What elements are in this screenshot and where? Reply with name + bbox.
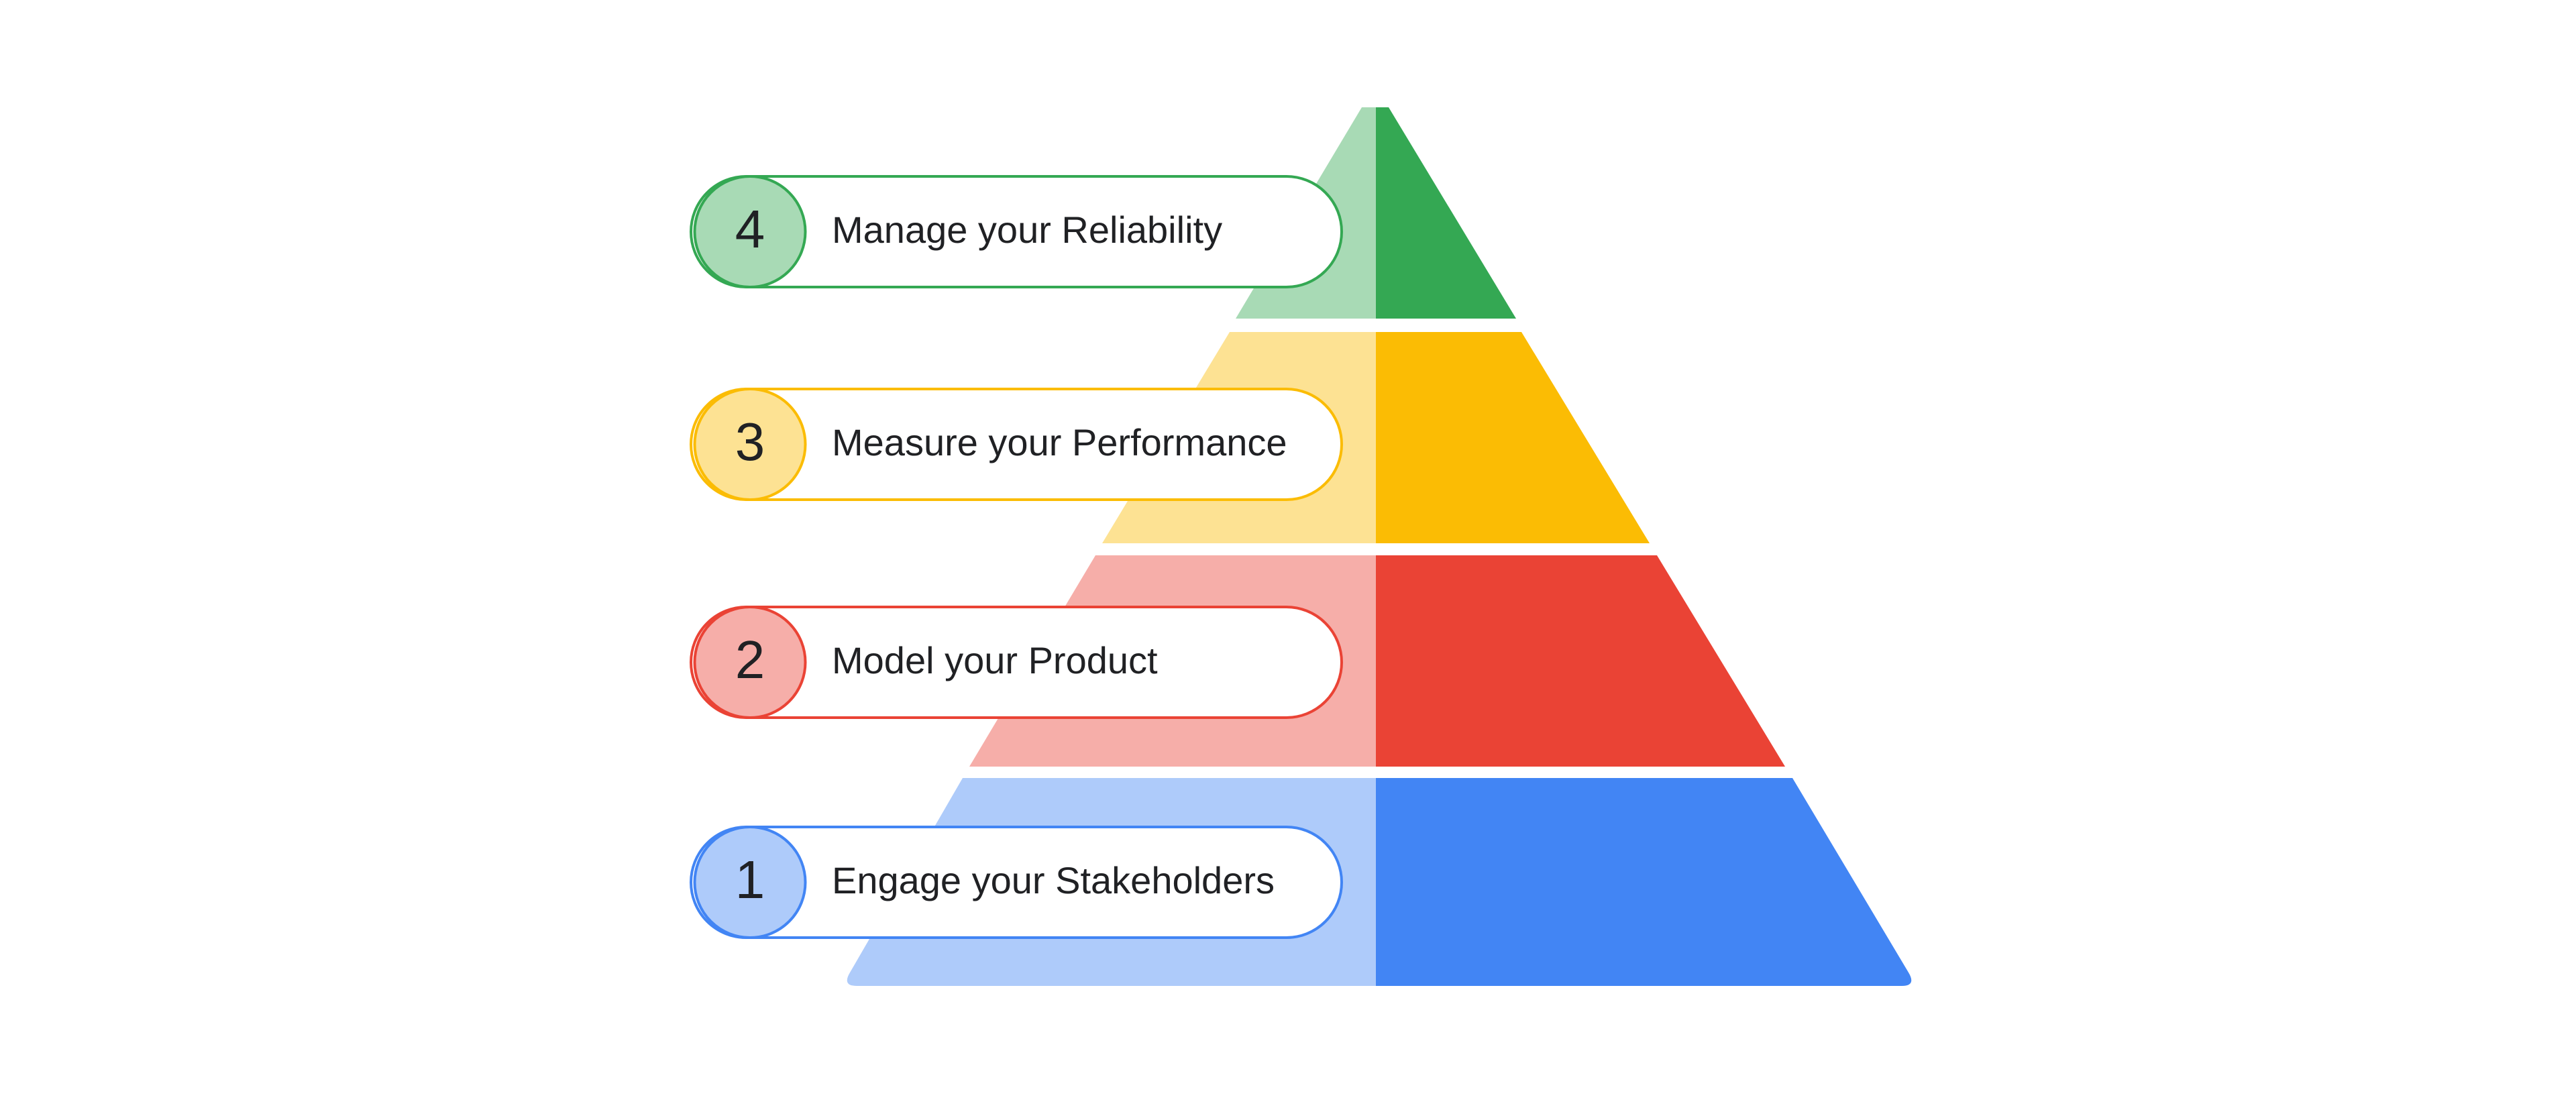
level-3-label-pill: 3 Measure your Performance [690,388,1343,501]
level-4-label: Manage your Reliability [832,209,1222,251]
level-3-right-half [1376,332,1650,543]
level-4-right-half [1376,107,1516,319]
level-1-number-badge [693,826,807,939]
level-2-label: Model your Product [832,639,1158,681]
pyramid-level-4: 4 Manage your Reliability [690,107,1516,319]
level-2-pill-border [690,606,1343,719]
level-2-number: 2 [735,630,765,689]
level-3-label: Measure your Performance [832,421,1287,463]
pyramid-level-2: 2 Model your Product [690,555,1785,767]
level-4-number: 4 [735,199,765,259]
level-1-pill-border [690,826,1343,939]
level-4-number-badge [693,175,807,288]
level-1-number: 1 [735,850,765,909]
level-3-number: 3 [735,412,765,471]
pyramid-level-1: 1 Engage your Stakeholders [690,778,1912,986]
level-1-label-pill: 1 Engage your Stakeholders [690,826,1343,939]
level-1-label: Engage your Stakeholders [832,859,1275,901]
level-2-number-badge [693,606,807,719]
level-3-pill-border [690,388,1343,501]
level-4-pill-border [690,175,1343,288]
level-4-label-pill: 4 Manage your Reliability [690,175,1343,288]
level-3-number-badge [693,388,807,501]
level-1-right-half [1376,778,1912,986]
level-2-right-half [1376,555,1785,767]
level-2-label-pill: 2 Model your Product [690,606,1343,719]
pyramid-level-3: 3 Measure your Performance [690,332,1650,543]
